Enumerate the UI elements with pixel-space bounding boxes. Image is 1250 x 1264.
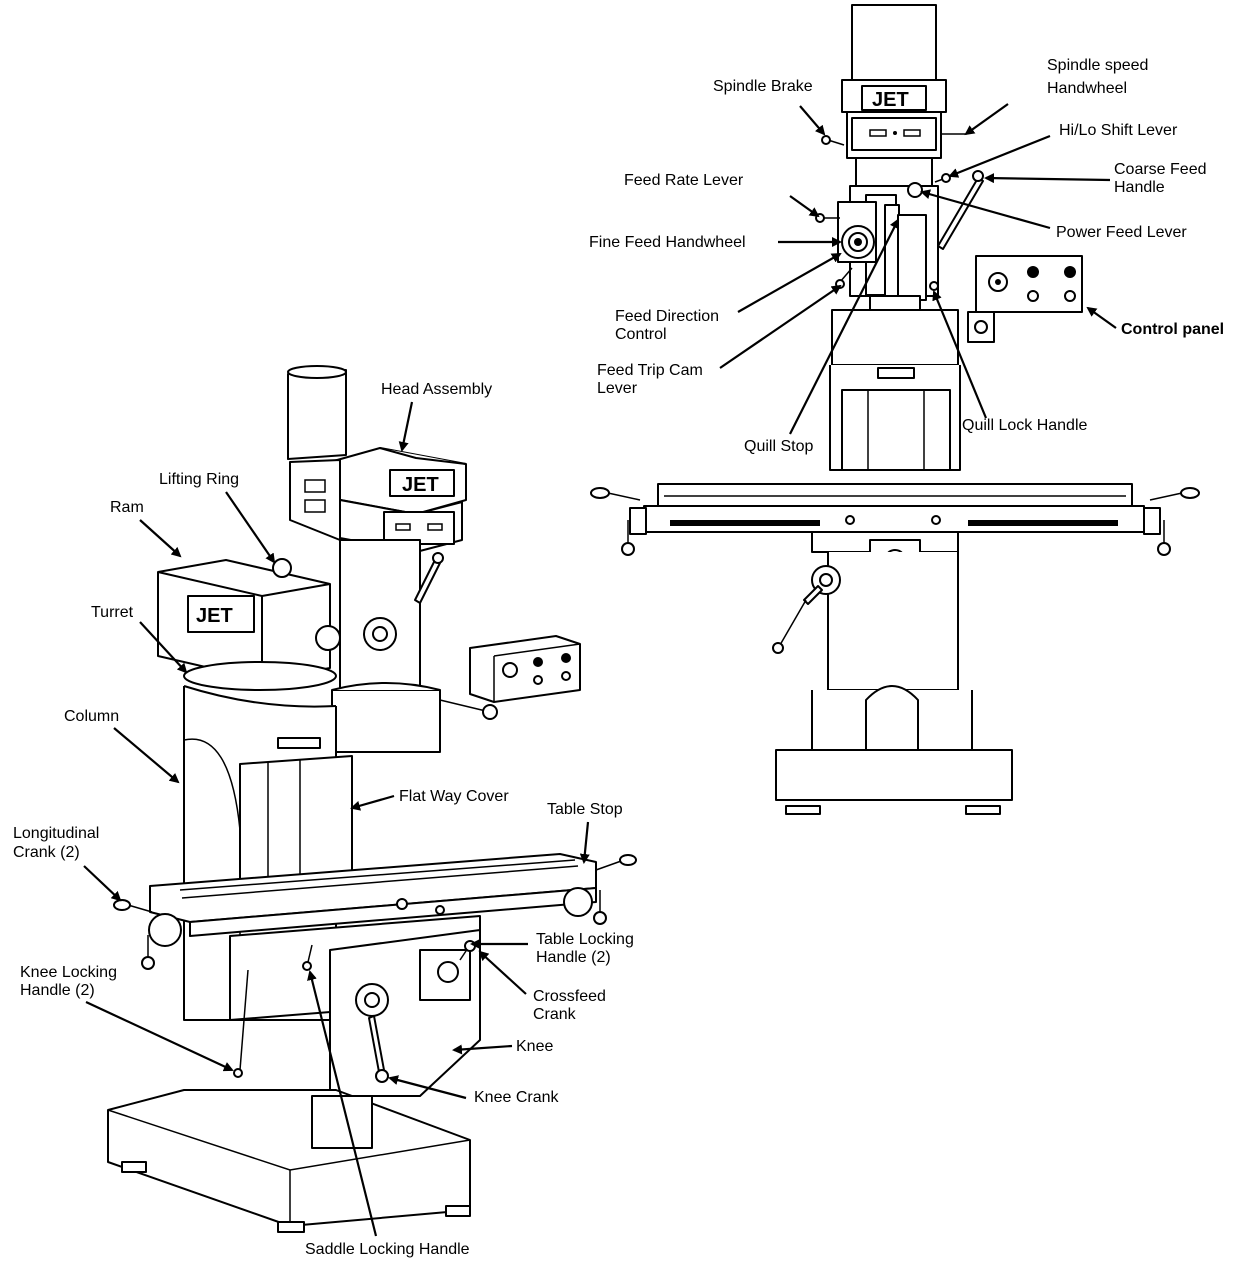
label-knee-locking-handle-line2: Handle (2) — [20, 982, 95, 999]
label-control-panel: Control panel — [1121, 321, 1225, 338]
label-longitudinal-crank-line2: Crank (2) — [13, 844, 80, 861]
label-power-feed-lever: Power Feed Lever — [1056, 224, 1187, 241]
label-crossfeed-crank-line2: Crank — [533, 1006, 576, 1023]
label-feed-trip-cam-lever-line1: Feed Trip Cam — [597, 362, 703, 379]
label-hi-lo-shift-lever: Hi/Lo Shift Lever — [1059, 122, 1178, 139]
iso-view-machine: JET JET — [107, 365, 637, 1233]
label-head-assembly: Head Assembly — [381, 381, 493, 398]
label-column: Column — [64, 708, 120, 725]
callout-arrows — [83, 103, 1117, 1237]
label-feed-trip-cam-lever-line2: Lever — [597, 380, 638, 397]
label-flat-way-cover: Flat Way Cover — [399, 788, 509, 805]
label-coarse-feed-handle-line2: Handle — [1114, 179, 1165, 196]
label-crossfeed-crank-line1: Crossfeed — [533, 988, 606, 1005]
label-feed-direction-control-line2: Control — [615, 326, 667, 343]
label-spindle-speed-handwheel-line2: Handwheel — [1047, 80, 1128, 97]
label-longitudinal-crank-line1: Longitudinal — [13, 825, 100, 842]
label-lifting-ring: Lifting Ring — [159, 471, 240, 488]
label-knee-crank: Knee Crank — [474, 1089, 559, 1106]
label-knee-locking-handle-line1: Knee Locking — [20, 964, 117, 981]
label-knee: Knee — [516, 1038, 554, 1055]
label-saddle-locking-handle: Saddle Locking Handle — [305, 1241, 470, 1258]
label-spindle-speed-handwheel-line1: Spindle speed — [1047, 57, 1149, 74]
label-feed-direction-control-line1: Feed Direction — [615, 308, 720, 325]
label-fine-feed-handwheel: Fine Feed Handwheel — [589, 234, 746, 251]
label-feed-rate-lever: Feed Rate Lever — [624, 172, 744, 189]
label-table-stop: Table Stop — [547, 801, 623, 818]
iso-head-jet-plate: JET — [402, 474, 439, 496]
label-quill-lock-handle: Quill Lock Handle — [962, 417, 1088, 434]
label-table-locking-handle-line1: Table Locking — [536, 931, 634, 948]
label-spindle-brake: Spindle Brake — [713, 78, 813, 95]
iso-ram-jet-plate: JET — [196, 605, 233, 627]
label-ram: Ram — [110, 499, 144, 516]
label-quill-stop: Quill Stop — [744, 438, 814, 455]
label-table-locking-handle-line2: Handle (2) — [536, 949, 611, 966]
front-head-jet-plate: JET — [872, 89, 909, 111]
label-coarse-feed-handle-line1: Coarse Feed — [1114, 161, 1207, 178]
front-view-machine: JET — [590, 4, 1200, 815]
label-turret: Turret — [91, 604, 134, 621]
